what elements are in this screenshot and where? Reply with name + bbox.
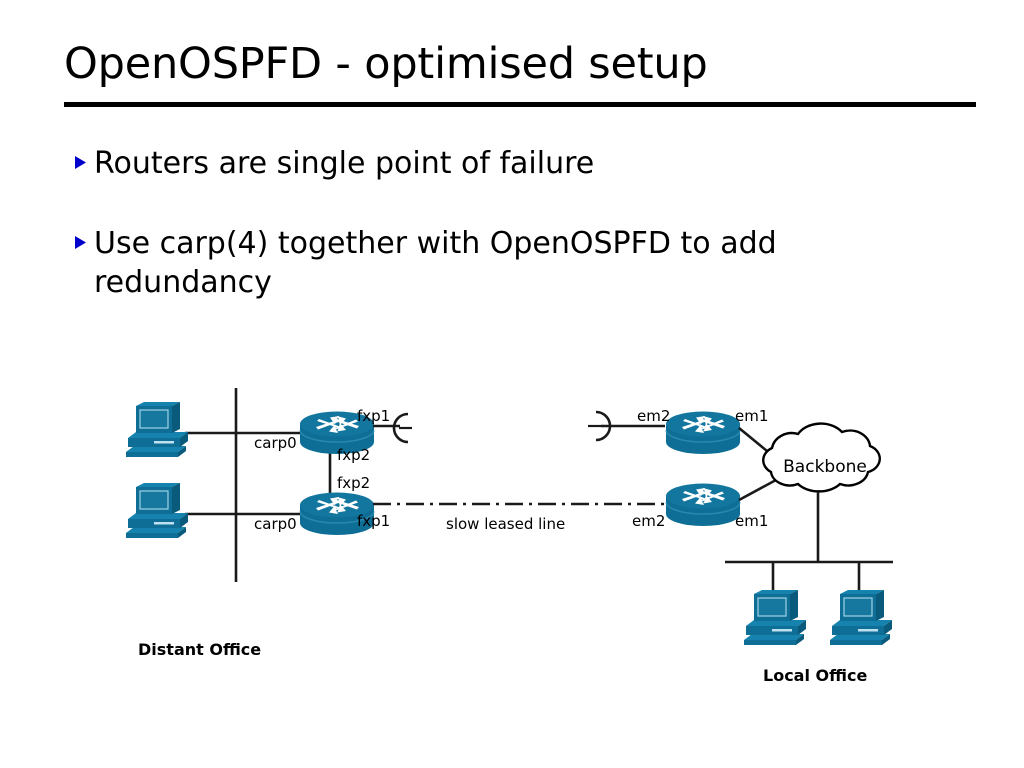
interface-label-distant-top-wan: fxp1 [357,407,390,425]
interface-label-distant-bottom-wan: fxp1 [357,512,390,530]
workstation-local-right [829,589,893,646]
network-topology-diagram: Backbone carp0 carp0 fxp1 fxp1 fxp2 fxp2… [0,370,1024,710]
title-underline-rule [64,102,976,107]
workstation-distant-bottom [125,482,189,539]
bullet-item-2: Use carp(4) together with OpenOSPFD to a… [74,224,954,303]
interface-label-distant-top-lan: carp0 [254,434,297,452]
interface-label-distant-bottom-lan: carp0 [254,515,297,533]
serial-connector-left-arc [392,412,409,444]
site-label-distant-office: Distant Office [138,640,261,659]
bullet-text-1: Routers are single point of failure [94,146,595,181]
triangle-right-bullet-icon [74,224,94,250]
title-block: OpenOSPFD - optimised setup [64,39,976,107]
bullet-list: Routers are single point of failure Use … [74,144,954,343]
wire-router4-em1-to-backbone [738,478,777,502]
triangle-right-bullet-icon [74,144,94,170]
router-local-top [665,410,741,455]
interface-label-local-bottom-wan: em2 [632,512,665,530]
workstation-distant-top [125,401,189,458]
workstation-local-left [743,589,807,646]
bullet-item-1: Routers are single point of failure [74,144,954,184]
slow-leased-line-label: slow leased line [446,515,565,533]
cloud-label: Backbone [783,457,867,477]
cloud-icon [762,422,881,493]
interface-label-local-bottom-backbone: em1 [735,512,768,530]
bullet-text-2: Use carp(4) together with OpenOSPFD to a… [94,225,777,301]
router-local-bottom [665,482,741,527]
interface-label-local-top-wan: em2 [637,407,670,425]
interface-label-distant-bottom-sync: fxp2 [337,474,370,492]
interface-label-local-top-backbone: em1 [735,407,768,425]
interface-label-distant-top-sync: fxp2 [337,446,370,464]
site-label-local-office: Local Office [763,666,867,685]
page-title: OpenOSPFD - optimised setup [64,39,708,89]
